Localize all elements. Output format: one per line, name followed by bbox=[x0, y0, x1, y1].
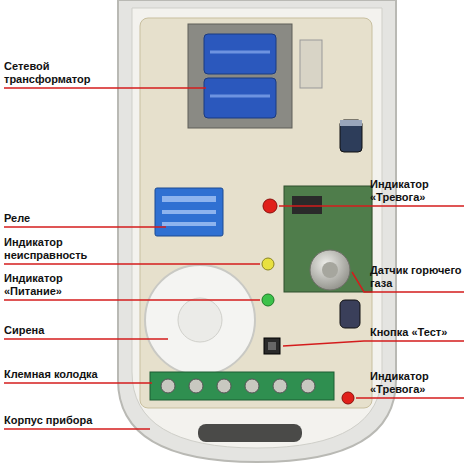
capacitor bbox=[340, 120, 362, 152]
leader-line bbox=[4, 87, 206, 89]
housing-slot bbox=[198, 424, 302, 442]
capacitor-top bbox=[340, 120, 362, 126]
relay-print bbox=[162, 210, 216, 214]
part-label: Корпус прибора bbox=[4, 414, 124, 427]
pcb bbox=[140, 18, 372, 408]
part-label: Кнопка «Тест» bbox=[370, 326, 464, 339]
leader-line bbox=[4, 382, 152, 384]
coil-shine bbox=[210, 95, 270, 98]
leader-line bbox=[356, 397, 464, 399]
leader-line bbox=[4, 226, 166, 228]
part-label: Датчик горючего газа bbox=[370, 264, 464, 290]
part-label: Индикатор «Питание» bbox=[4, 272, 114, 298]
sensor-board bbox=[284, 186, 372, 292]
relay bbox=[155, 188, 223, 236]
relay-print bbox=[162, 196, 216, 202]
terminal-screws bbox=[161, 379, 315, 393]
terminal-block bbox=[150, 372, 334, 400]
housing-inner bbox=[132, 8, 382, 448]
part-label: Клемная колодка bbox=[4, 368, 124, 381]
coil-shine bbox=[210, 51, 270, 54]
part-label: Индикатор неисправность bbox=[4, 236, 114, 262]
gas-sensor bbox=[310, 250, 350, 290]
gas-sensor-top bbox=[322, 262, 338, 278]
part-label: Сирена bbox=[4, 324, 94, 337]
led-red bbox=[342, 392, 354, 404]
housing bbox=[118, 0, 396, 462]
led-yellow bbox=[262, 258, 274, 270]
transformer-core bbox=[188, 24, 292, 128]
leader-line bbox=[4, 299, 260, 301]
transformer-coil bbox=[204, 34, 276, 74]
led-red bbox=[263, 199, 277, 213]
transformer-coil bbox=[204, 78, 276, 118]
part-label: Индикатор «Тревога» bbox=[370, 178, 464, 204]
leader-line bbox=[4, 338, 168, 340]
siren bbox=[145, 265, 255, 375]
part-label: Индикатор «Тревога» bbox=[370, 370, 464, 396]
part-label: Реле bbox=[4, 212, 64, 225]
part-label: Сетевой трансформатор bbox=[4, 60, 114, 86]
leader-line bbox=[4, 263, 260, 265]
siren-center bbox=[178, 298, 222, 342]
leader-line bbox=[4, 428, 150, 430]
relay-print bbox=[162, 222, 216, 226]
capacitor bbox=[340, 300, 360, 328]
leader-line bbox=[283, 341, 464, 346]
leader-line bbox=[279, 205, 464, 207]
test-button-cap bbox=[268, 342, 276, 350]
led-green bbox=[262, 294, 274, 306]
connector bbox=[300, 40, 322, 88]
test-button bbox=[264, 338, 280, 354]
chip bbox=[292, 196, 322, 214]
